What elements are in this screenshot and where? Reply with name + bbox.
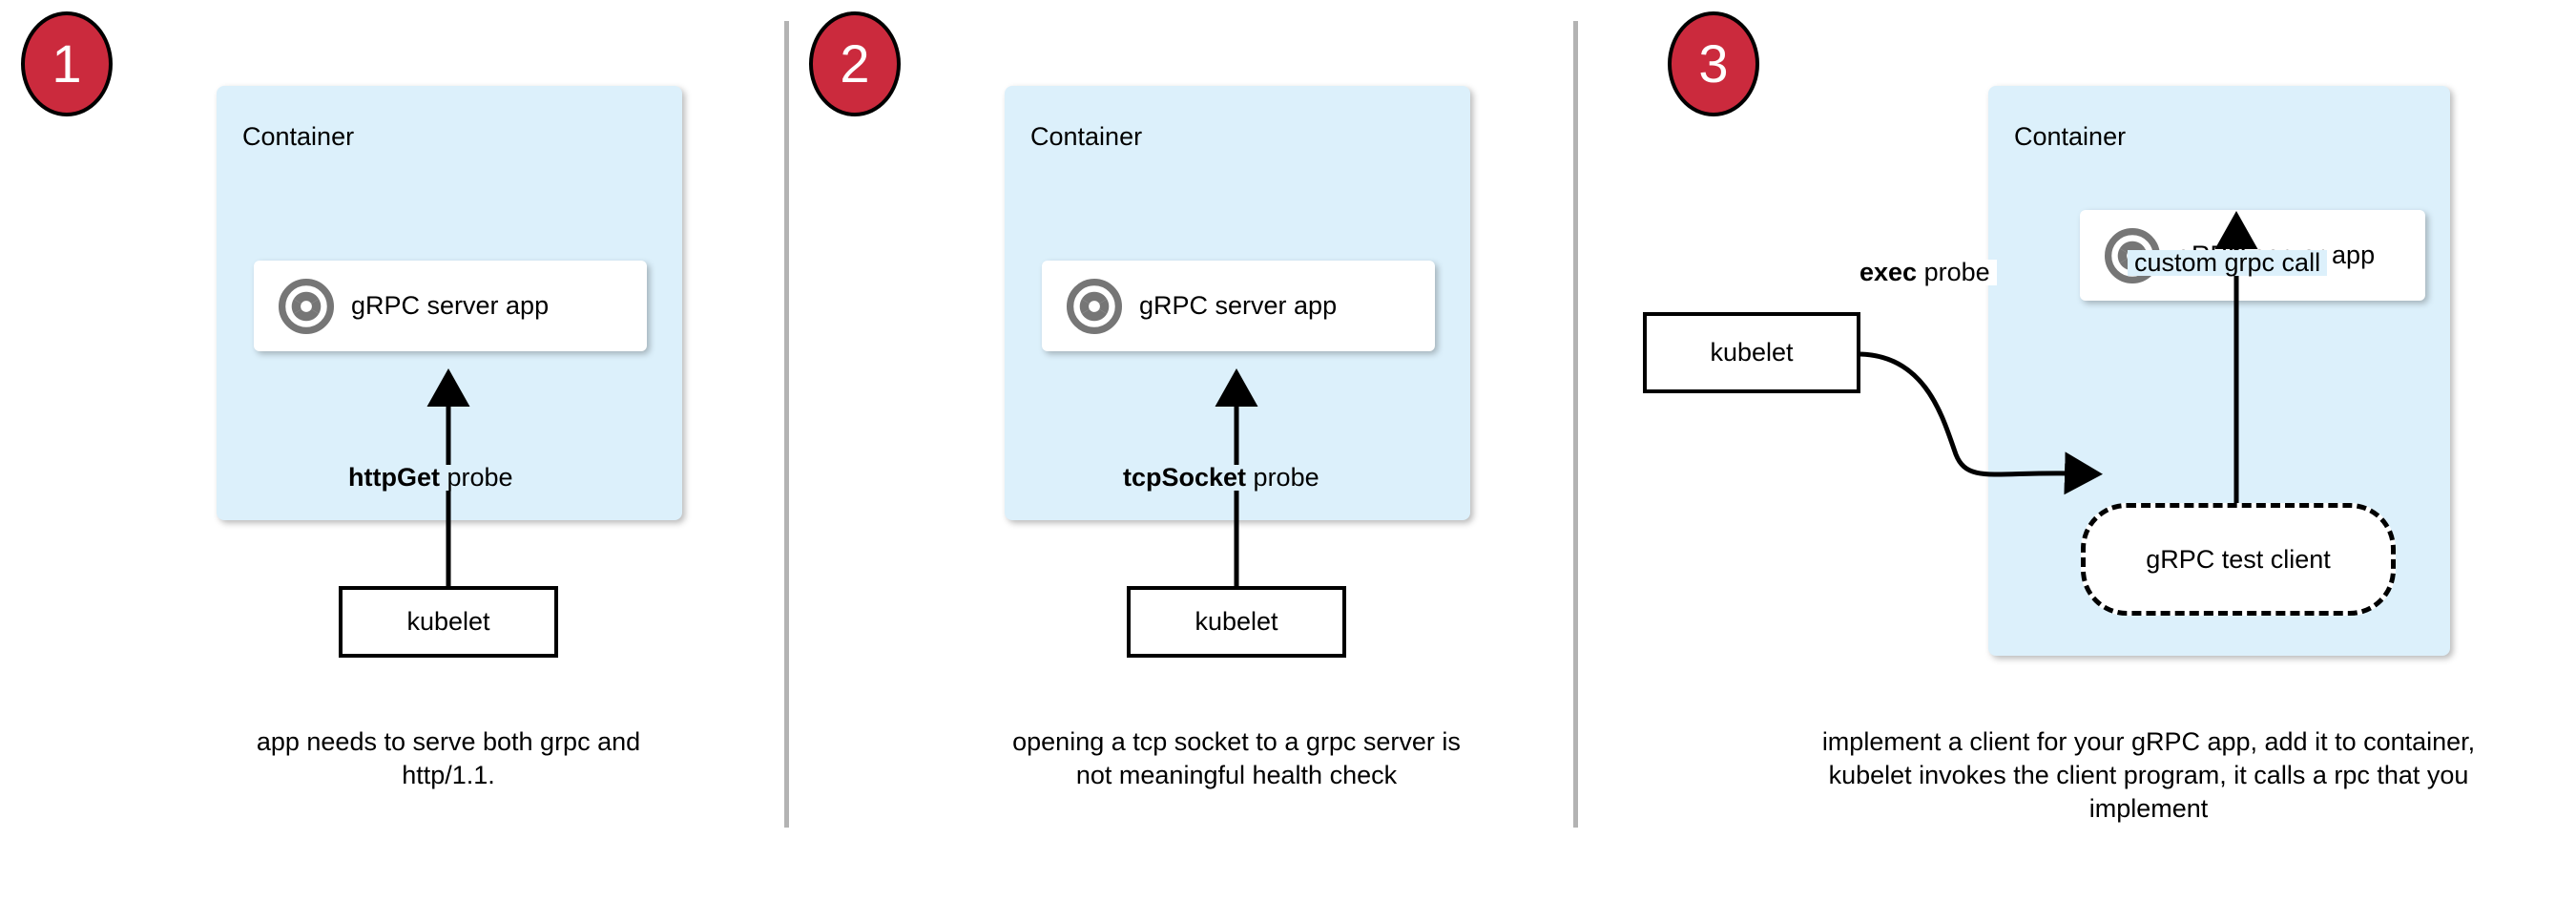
grpc-server-app-label-2: gRPC server app [1139, 291, 1338, 320]
step-badge-3-number: 3 [1698, 33, 1729, 94]
probe-label-3-bold: exec [1859, 258, 1918, 286]
probe-label-3-rest: probe [1917, 258, 1990, 286]
probe-label-1-bold: httpGet [348, 463, 440, 492]
caption-2: opening a tcp socket to a grpc server is… [1012, 727, 1461, 790]
container-box-1: Container gRPC server app [217, 86, 682, 520]
probe-label-1: httpGet probe [342, 465, 520, 491]
probe-label-2: tcpSocket probe [1116, 465, 1326, 491]
container-label-3: Container [2014, 122, 2127, 151]
step-badge-3: 3 [1668, 11, 1759, 116]
panel-divider-1 [784, 21, 789, 828]
panel-divider-2 [1573, 21, 1578, 828]
kubelet-label-2: kubelet [1195, 607, 1278, 636]
step-badge-1-number: 1 [52, 33, 82, 94]
step-badge-2-number: 2 [840, 33, 870, 94]
container-label-1: Container [242, 122, 355, 151]
kubelet-box-2: kubelet [1127, 586, 1346, 658]
probe-label-1-rest: probe [439, 463, 513, 492]
probe-label-2-rest: probe [1246, 463, 1319, 492]
caption-1: app needs to serve both grpc and http/1.… [256, 727, 641, 790]
kubelet-label-1: kubelet [406, 607, 490, 636]
container-label-2: Container [1030, 122, 1143, 151]
caption-3: implement a client for your gRPC app, ad… [1821, 727, 2476, 824]
kubelet-box-3: kubelet [1643, 312, 1860, 393]
step-badge-2: 2 [809, 11, 901, 116]
grpc-test-client-box: gRPC test client [2081, 503, 2396, 616]
grpc-logo-icon [1067, 278, 1122, 334]
grpc-server-app-card-2: gRPC server app [1042, 261, 1435, 351]
kubelet-label-3: kubelet [1710, 338, 1794, 367]
grpc-server-app-label-1: gRPC server app [351, 291, 550, 320]
probe-label-3: exec probe [1853, 260, 1997, 285]
panel-httpget-probe: 1 Container gRPC server app [0, 0, 787, 923]
container-box-2: Container gRPC server app [1005, 86, 1470, 520]
probe-label-2-bold: tcpSocket [1123, 463, 1247, 492]
panel-exec-probe: 3 Container gRPC server app gRPC test cl… [1576, 0, 2576, 923]
grpc-server-app-card-1: gRPC server app [254, 261, 647, 351]
container-box-3: Container gRPC server app gRPC test clie… [1988, 86, 2450, 656]
step-badge-1: 1 [21, 11, 113, 116]
panel-tcpsocket-probe: 2 Container gRPC server app [787, 0, 1576, 923]
grpc-logo-icon [279, 278, 334, 334]
grpc-test-client-label: gRPC test client [2146, 544, 2331, 574]
kubelet-box-1: kubelet [339, 586, 558, 658]
custom-grpc-call-label: custom grpc call [2128, 250, 2328, 276]
